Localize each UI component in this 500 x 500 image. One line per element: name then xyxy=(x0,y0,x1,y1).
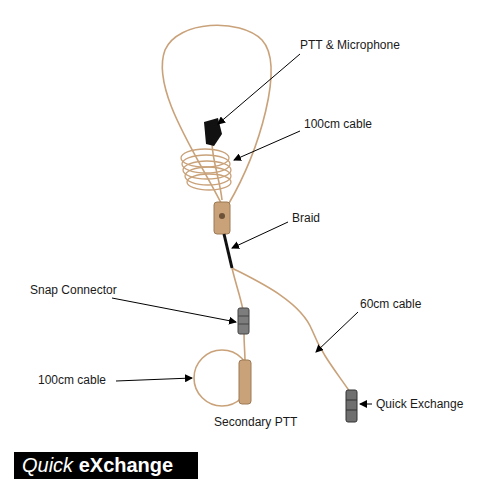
callout-label: 100cm cable xyxy=(38,373,106,387)
coiled-cable xyxy=(181,149,231,190)
ptt-box xyxy=(214,202,230,234)
logo-band: Quick eXchange xyxy=(14,452,198,479)
leader-line xyxy=(112,54,372,404)
callout-label: PTT & Microphone xyxy=(300,38,400,52)
snap-connector xyxy=(238,308,249,334)
callout-label: Quick Exchange xyxy=(376,397,463,411)
quick-exchange-connector xyxy=(346,390,357,422)
logo-text: Quick eXchange xyxy=(14,452,181,478)
secondary-ptt xyxy=(239,360,251,404)
callout-label: 60cm cable xyxy=(360,297,421,311)
callout-label: Braid xyxy=(292,211,320,225)
braid xyxy=(224,234,232,268)
microphone xyxy=(204,118,222,146)
cable xyxy=(162,25,350,406)
ptt-button xyxy=(219,213,225,219)
callout-label: Snap Connector xyxy=(30,283,117,297)
callout-label: Secondary PTT xyxy=(214,415,297,429)
callout-label: 100cm cable xyxy=(304,117,372,131)
